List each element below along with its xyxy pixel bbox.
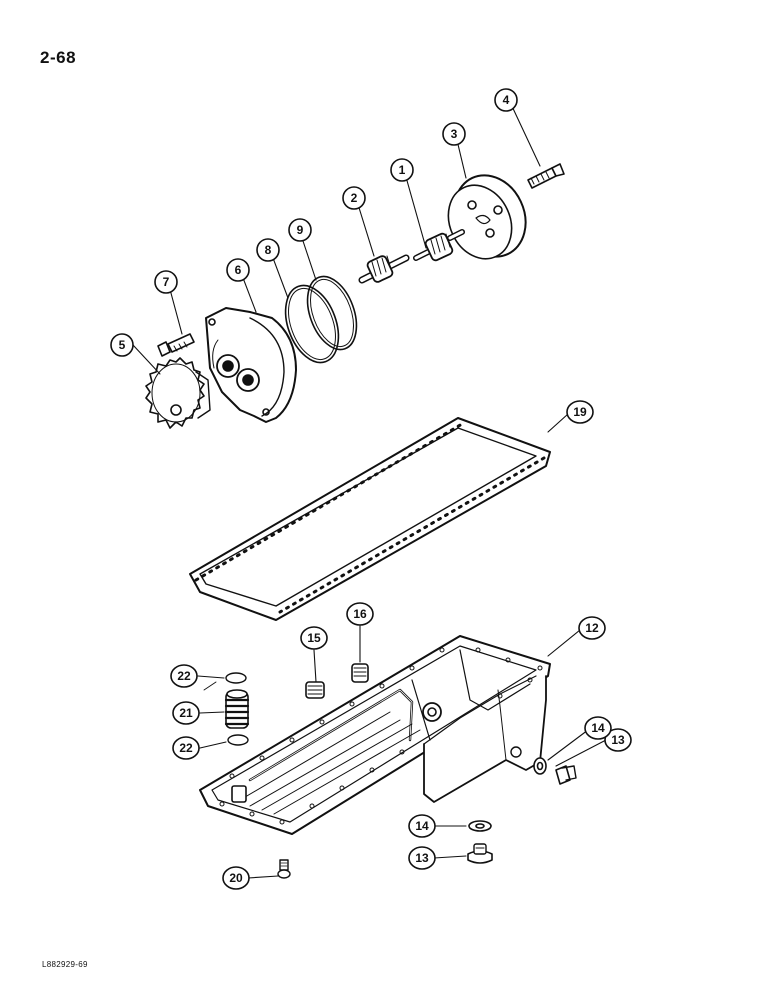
part-22-o-ring-bottom bbox=[227, 734, 249, 746]
callout-3: 3 bbox=[442, 122, 466, 146]
callout-14-right-label: 14 bbox=[591, 721, 605, 735]
callout-4-label: 4 bbox=[503, 93, 510, 107]
part-21-valve bbox=[224, 689, 250, 729]
callout-14-lower-label: 14 bbox=[415, 819, 429, 833]
part-19-gasket bbox=[189, 417, 551, 621]
callout-8: 8 bbox=[256, 238, 280, 262]
callout-22-bottom: 22 bbox=[172, 736, 200, 760]
callout-2: 2 bbox=[342, 186, 366, 210]
callout-2-label: 2 bbox=[351, 191, 358, 205]
part-2-gear-shaft bbox=[358, 254, 410, 284]
callout-7: 7 bbox=[154, 270, 178, 294]
part-6-pump-body bbox=[205, 307, 297, 423]
callout-7-label: 7 bbox=[163, 275, 170, 289]
callout-3-label: 3 bbox=[451, 127, 458, 141]
part-3-pump-cover bbox=[447, 174, 527, 260]
callout-22-bottom-label: 22 bbox=[179, 741, 193, 755]
part-13-plug-lower bbox=[467, 843, 493, 864]
callout-20: 20 bbox=[222, 866, 250, 890]
part-14-washer-right bbox=[533, 757, 547, 775]
callout-21-label: 21 bbox=[179, 706, 193, 720]
callout-13-right-label: 13 bbox=[611, 733, 625, 747]
part-15-plug bbox=[305, 681, 325, 699]
callout-15: 15 bbox=[300, 626, 328, 650]
page-number: 2-68 bbox=[40, 48, 77, 67]
callout-16: 16 bbox=[346, 602, 374, 626]
callout-22-top-label: 22 bbox=[177, 669, 191, 683]
callout-5-label: 5 bbox=[119, 338, 126, 352]
part-1-gear-shaft bbox=[413, 229, 465, 262]
callout-9: 9 bbox=[288, 218, 312, 242]
callout-1-label: 1 bbox=[399, 163, 406, 177]
callout-19-label: 19 bbox=[573, 405, 587, 419]
callouts: 1 2 3 4 5 6 7 8 9 12 13 13 14 14 15 16 1… bbox=[110, 88, 632, 890]
callout-4: 4 bbox=[494, 88, 518, 112]
part-12-oil-pan bbox=[199, 635, 551, 835]
part-7-bolt bbox=[157, 333, 195, 357]
part-8-o-ring bbox=[284, 284, 340, 364]
callout-21: 21 bbox=[172, 701, 200, 725]
callout-9-label: 9 bbox=[297, 223, 304, 237]
part-22-o-ring-top bbox=[225, 672, 247, 684]
callout-15-label: 15 bbox=[307, 631, 321, 645]
callout-13-lower-label: 13 bbox=[415, 851, 429, 865]
callout-13-lower: 13 bbox=[408, 846, 436, 870]
figure-code: L882929-69 bbox=[42, 960, 88, 969]
callout-14-lower: 14 bbox=[408, 814, 436, 838]
part-13-plug-right bbox=[555, 765, 577, 785]
callout-12: 12 bbox=[578, 616, 606, 640]
part-5-drive-gear bbox=[145, 357, 211, 429]
callout-16-label: 16 bbox=[353, 607, 367, 621]
callout-8-label: 8 bbox=[265, 243, 272, 257]
callout-6-label: 6 bbox=[235, 263, 242, 277]
part-9-o-ring bbox=[306, 275, 358, 351]
callout-5: 5 bbox=[110, 333, 134, 357]
callout-22-top: 22 bbox=[170, 664, 198, 688]
part-20-fitting bbox=[277, 859, 291, 879]
callout-14-right: 14 bbox=[584, 716, 612, 740]
callout-13-right: 13 bbox=[604, 728, 632, 752]
callout-12-label: 12 bbox=[585, 621, 599, 635]
callout-20-label: 20 bbox=[229, 871, 243, 885]
part-14-washer-lower bbox=[468, 820, 492, 832]
callout-1: 1 bbox=[390, 158, 414, 182]
part-16-plug bbox=[351, 663, 369, 683]
callout-19: 19 bbox=[566, 400, 594, 424]
part-4-bolt bbox=[527, 163, 565, 189]
callout-6: 6 bbox=[226, 258, 250, 282]
